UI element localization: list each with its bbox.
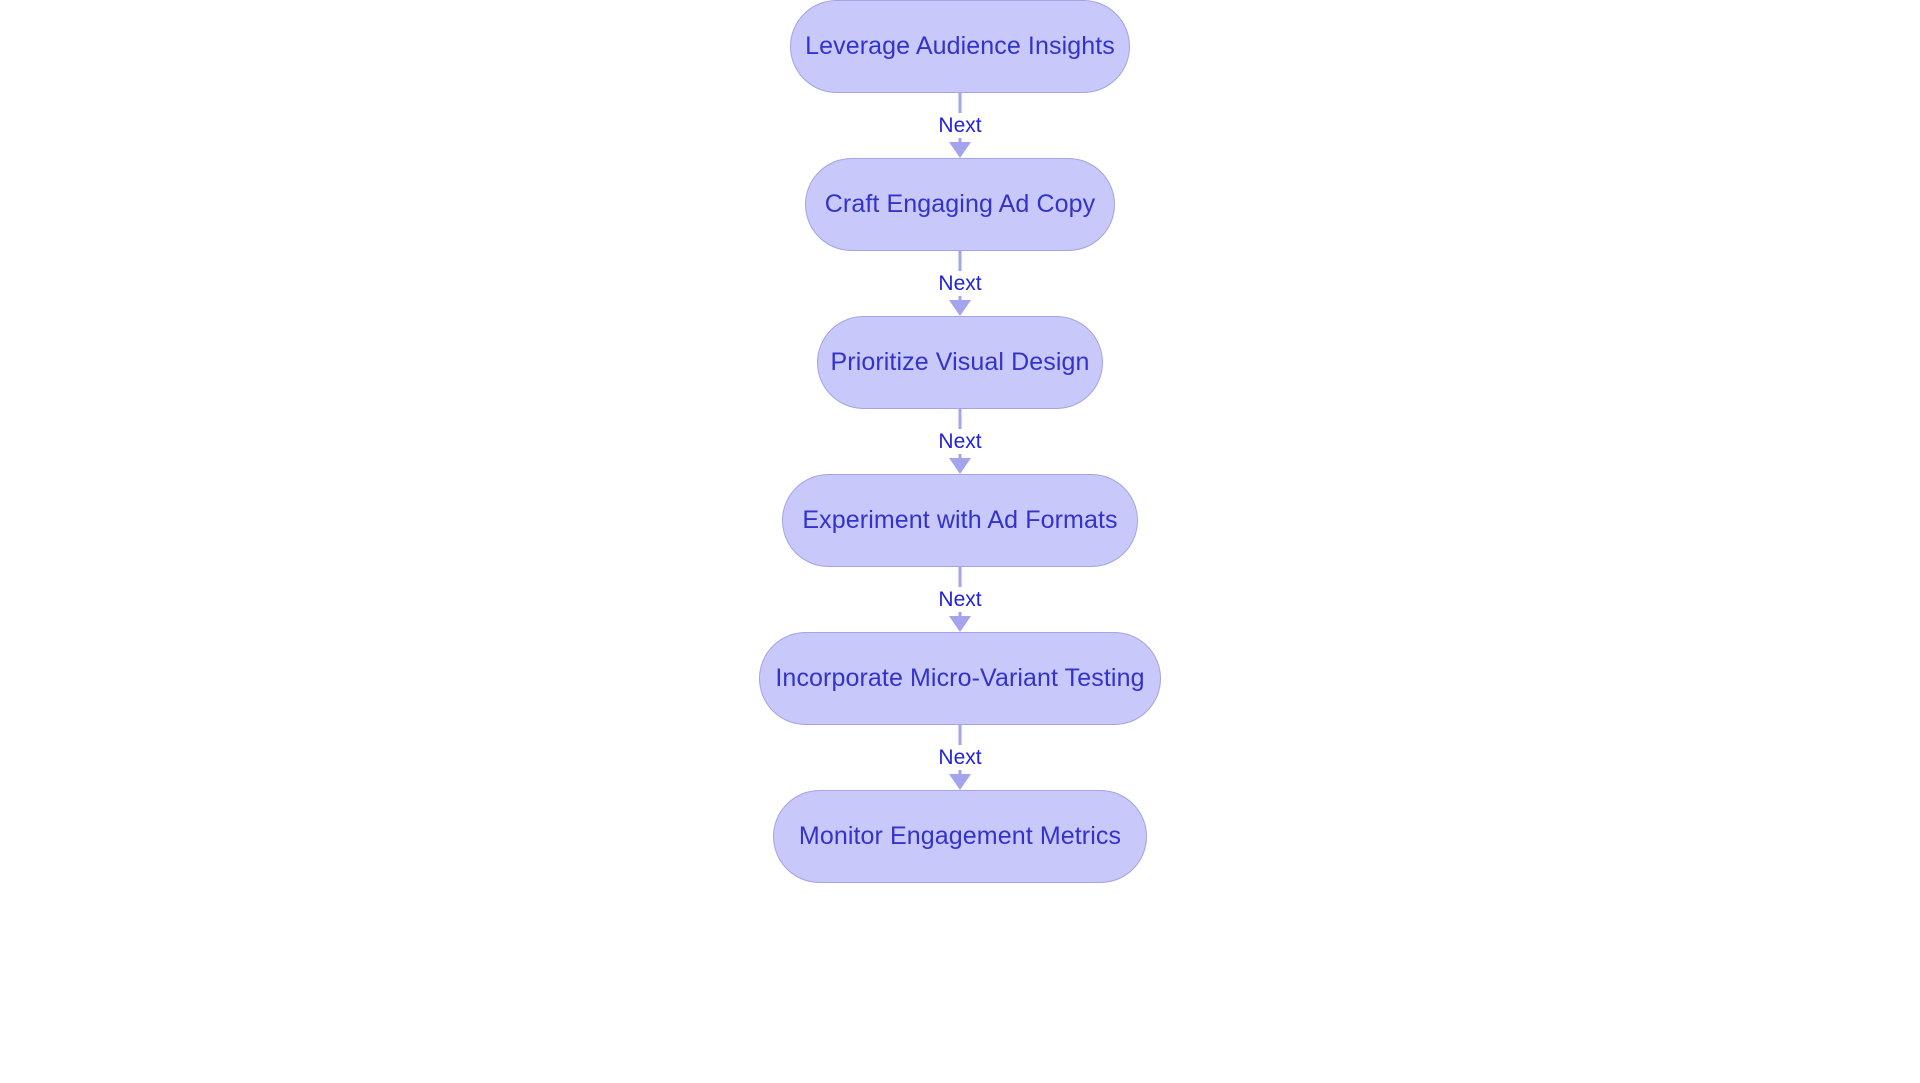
- flowchart-node-label: Leverage Audience Insights: [805, 32, 1115, 60]
- edge-line-upper: [958, 725, 962, 749]
- flowchart-node-3[interactable]: Prioritize Visual Design: [817, 316, 1103, 409]
- arrow-head-icon: [949, 300, 971, 316]
- edge-line-upper: [958, 567, 962, 591]
- flowchart-node-label: Experiment with Ad Formats: [802, 506, 1118, 534]
- flowchart-node-6[interactable]: Monitor Engagement Metrics: [773, 790, 1147, 883]
- arrow-head-icon: [949, 142, 971, 158]
- flowchart-node-label: Incorporate Micro-Variant Testing: [775, 664, 1145, 692]
- edge-label: Next: [931, 745, 989, 770]
- edge-label: Next: [931, 271, 989, 296]
- flowchart-node-5[interactable]: Incorporate Micro-Variant Testing: [759, 632, 1161, 725]
- flowchart-edge-3: Next: [860, 409, 1060, 474]
- arrow-head-icon: [949, 616, 971, 632]
- edge-label: Next: [931, 587, 989, 612]
- flowchart-edge-1: Next: [860, 93, 1060, 158]
- edge-line-upper: [958, 251, 962, 275]
- flowchart-edge-2: Next: [860, 251, 1060, 316]
- edge-line-upper: [958, 93, 962, 117]
- flowchart-edge-5: Next: [860, 725, 1060, 790]
- flowchart-node-2[interactable]: Craft Engaging Ad Copy: [805, 158, 1115, 251]
- edge-line-upper: [958, 409, 962, 433]
- flowchart-node-label: Prioritize Visual Design: [830, 348, 1090, 376]
- edge-label: Next: [931, 429, 989, 454]
- arrow-head-icon: [949, 774, 971, 790]
- flowchart-node-label: Monitor Engagement Metrics: [798, 822, 1122, 850]
- flowchart-node-4[interactable]: Experiment with Ad Formats: [782, 474, 1138, 567]
- flowchart-edge-4: Next: [860, 567, 1060, 632]
- edge-label: Next: [931, 113, 989, 138]
- arrow-head-icon: [949, 458, 971, 474]
- flowchart-node-label: Craft Engaging Ad Copy: [824, 190, 1096, 218]
- flowchart-node-1[interactable]: Leverage Audience Insights: [790, 0, 1130, 93]
